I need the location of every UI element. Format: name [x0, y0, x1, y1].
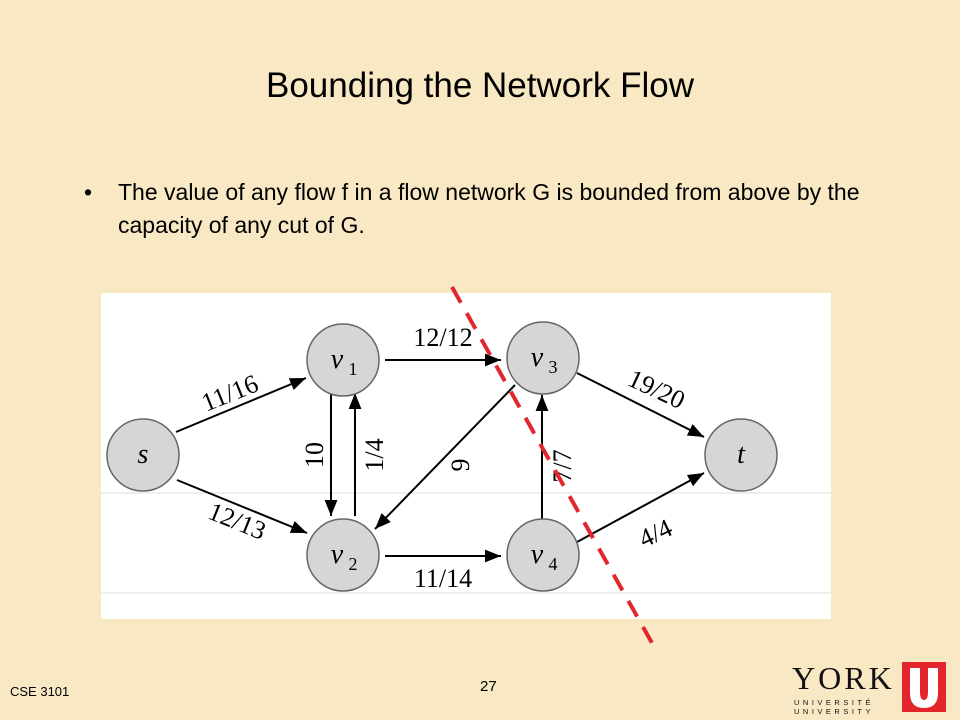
flow-network-diagram: s v 1 v 2 v 3 v 4 t 11/16 12/13 12/12: [101, 293, 831, 619]
edge-v3-v2: [374, 384, 516, 530]
node-v4-subscript: 4: [549, 554, 558, 574]
node-t: t: [704, 418, 778, 492]
edge-label-v1-v3: 12/12: [413, 323, 472, 352]
node-v3-label: v: [531, 342, 544, 373]
node-v1-label: v: [331, 344, 344, 375]
flow-network-svg: s v 1 v 2 v 3 v 4 t 11/16 12/13 12/12: [101, 321, 831, 594]
node-v2: v 2: [306, 518, 380, 592]
node-v3-subscript: 3: [549, 357, 558, 377]
bullet-text: The value of any flow f in a flow networ…: [118, 179, 860, 238]
logo-line-english: UNIVERSITY: [794, 707, 875, 716]
york-logo: YORK UNIVERSITÉ UNIVERSITY: [790, 660, 950, 716]
slide-title: Bounding the Network Flow: [266, 66, 694, 105]
edge-v4-t: [576, 472, 705, 543]
edge-s-v1: [175, 377, 307, 433]
node-s-label: s: [138, 439, 149, 470]
node-v2-subscript: 2: [349, 554, 358, 574]
node-v1: v 1: [306, 323, 380, 397]
york-u-logo-icon: [902, 662, 946, 712]
node-v4: v 4: [506, 518, 580, 592]
logo-mark-u: [910, 668, 938, 708]
edge-s-v2: [176, 479, 308, 534]
node-t-label: t: [737, 439, 746, 470]
edge-label-v4-v3: 7/7: [548, 449, 577, 482]
page-number: 27: [480, 678, 497, 695]
edge-label-v2-v4: 11/14: [414, 564, 472, 593]
node-v4-label: v: [531, 539, 544, 570]
edge-label-v2-v1: 1/4: [360, 438, 389, 471]
node-v3: v 3: [506, 321, 580, 395]
edge-label-v1-v2: 10: [300, 442, 329, 468]
logo-wordmark: YORK: [792, 660, 895, 696]
node-v1-subscript: 1: [349, 359, 358, 379]
node-s: s: [106, 418, 180, 492]
cut-line: [450, 286, 654, 644]
node-v2-label: v: [331, 539, 344, 570]
edge-label-v3-v2: 9: [446, 459, 475, 472]
edge-v3-t: [576, 372, 705, 438]
bullet-marker: •: [84, 179, 93, 205]
logo-line-french: UNIVERSITÉ: [794, 698, 875, 707]
course-code: CSE 3101: [10, 684, 70, 699]
